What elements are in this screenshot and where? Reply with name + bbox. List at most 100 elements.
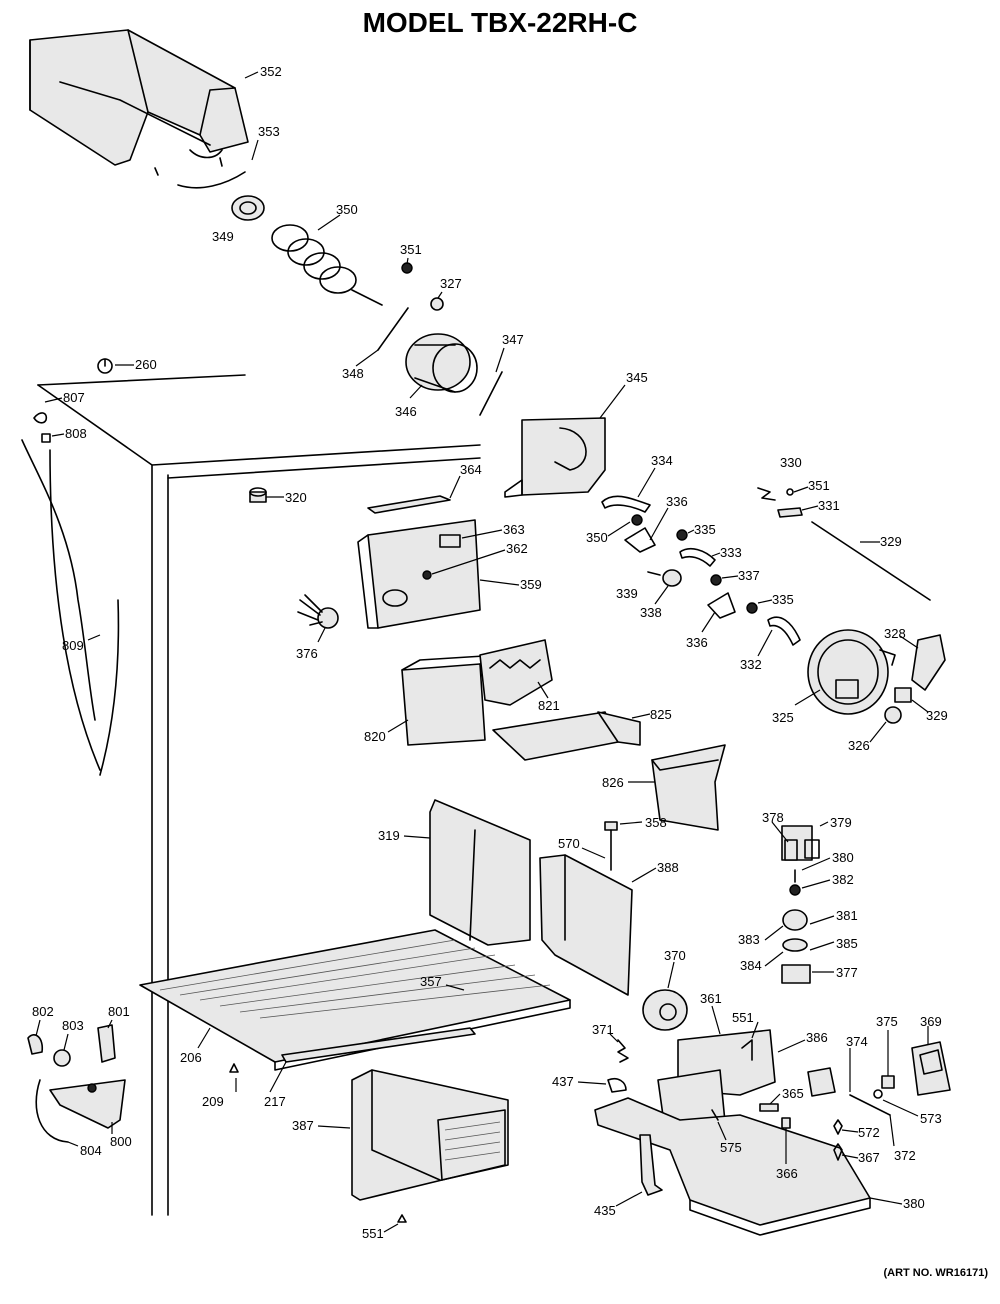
screw-575 <box>711 1109 719 1121</box>
art-number: (ART NO. WR16171) <box>883 1267 988 1279</box>
callout-label: 369 <box>920 1014 942 1029</box>
callout-label: 386 <box>806 1030 828 1045</box>
nut-335a <box>676 529 688 541</box>
trim-strip <box>281 1027 476 1063</box>
callout-label: 363 <box>503 522 525 537</box>
callout-label: 339 <box>616 586 638 601</box>
callout-label: 378 <box>762 810 784 825</box>
callout-label: 260 <box>135 357 157 372</box>
callout-label: 334 <box>651 453 673 468</box>
callout-label: 325 <box>772 710 794 725</box>
solenoid-assembly <box>781 825 820 984</box>
cover-388 <box>539 854 633 996</box>
callout-label: 332 <box>740 657 762 672</box>
block-329 <box>894 687 912 703</box>
dispenser-base <box>594 1029 871 1236</box>
callout-label: 348 <box>342 366 364 381</box>
callout-label: 376 <box>296 646 318 661</box>
callout-label: 329 <box>880 534 902 549</box>
callout-label: 353 <box>258 124 280 139</box>
callout-label: 437 <box>552 1074 574 1089</box>
callout-label: 335 <box>772 592 794 607</box>
callout-label: 352 <box>260 64 282 79</box>
washer-803 <box>53 1049 71 1067</box>
gear-326 <box>884 706 902 724</box>
callout-label: 570 <box>558 836 580 851</box>
callout-label: 808 <box>65 426 87 441</box>
clip-366 <box>781 1117 791 1129</box>
callout-label: 371 <box>592 1022 614 1037</box>
callout-label: 350 <box>336 202 358 217</box>
bolt-358 <box>604 821 618 871</box>
side-panel-319 <box>429 799 531 946</box>
callout-label: 209 <box>202 1094 224 1109</box>
lever-334 <box>601 495 651 513</box>
drive-shaft <box>377 307 409 351</box>
callout-label: 365 <box>782 1086 804 1101</box>
hinge-802 <box>27 1034 44 1055</box>
arm-331 <box>777 507 803 518</box>
callout-label: 217 <box>264 1094 286 1109</box>
callout-label: 388 <box>657 860 679 875</box>
ice-tray-825 <box>492 711 641 761</box>
switch-375 <box>881 1075 895 1089</box>
nut-335b <box>746 602 758 614</box>
callout-label: 335 <box>694 522 716 537</box>
motor-mounting-plate <box>504 417 606 498</box>
callout-label: 351 <box>808 478 830 493</box>
plate-374 <box>807 1067 836 1097</box>
callout-label: 551 <box>362 1226 384 1241</box>
nut-337 <box>710 574 722 586</box>
callout-label: 333 <box>720 545 742 560</box>
callout-label: 319 <box>378 828 400 843</box>
bracket-364 <box>367 495 451 514</box>
screw-572 <box>833 1119 843 1135</box>
pin-339 <box>647 571 661 576</box>
callout-label: 346 <box>395 404 417 419</box>
callout-label: 551 <box>732 1010 754 1025</box>
bushing-373 <box>873 1089 883 1099</box>
tube-804 <box>35 1079 69 1143</box>
callout-label: 349 <box>212 229 234 244</box>
screw-cap-260 <box>97 358 113 374</box>
callout-label: 825 <box>650 707 672 722</box>
lever-332 <box>767 616 801 646</box>
water-tube <box>21 439 96 721</box>
callout-label: 804 <box>80 1143 102 1158</box>
clip-808 <box>41 433 51 443</box>
bracket-336a <box>624 527 656 553</box>
knob-320 <box>249 487 267 503</box>
wire-connector <box>297 594 339 629</box>
cam-338 <box>662 569 682 587</box>
callout-label: 801 <box>108 1004 130 1019</box>
callout-label: 350 <box>586 530 608 545</box>
auger-coupling <box>231 195 265 221</box>
nut-327 <box>430 297 444 311</box>
callout-label: 347 <box>502 332 524 347</box>
bracket-801 <box>97 1024 116 1063</box>
clip-365 <box>759 1103 779 1112</box>
nut-351 <box>401 262 413 274</box>
callout-label: 820 <box>364 729 386 744</box>
callout-label: 382 <box>832 872 854 887</box>
callout-label: 800 <box>110 1134 132 1149</box>
callout-label: 575 <box>720 1140 742 1155</box>
callout-label: 370 <box>664 948 686 963</box>
callout-label: 328 <box>884 626 906 641</box>
lever-435 <box>639 1134 663 1196</box>
crisper-box <box>351 1069 509 1201</box>
callout-label: 336 <box>686 635 708 650</box>
spring-330 <box>757 487 776 501</box>
screw-362 <box>422 570 432 580</box>
callout-label: 377 <box>836 965 858 980</box>
callout-label: 375 <box>876 1014 898 1029</box>
ice-maker-motor <box>807 629 896 715</box>
callout-label: 330 <box>780 455 802 470</box>
screw-367 <box>833 1143 843 1161</box>
callout-label: 803 <box>62 1018 84 1033</box>
callout-label: 809 <box>62 638 84 653</box>
callout-label: 573 <box>920 1111 942 1126</box>
callout-label: 384 <box>740 958 762 973</box>
callout-label: 380 <box>832 850 854 865</box>
